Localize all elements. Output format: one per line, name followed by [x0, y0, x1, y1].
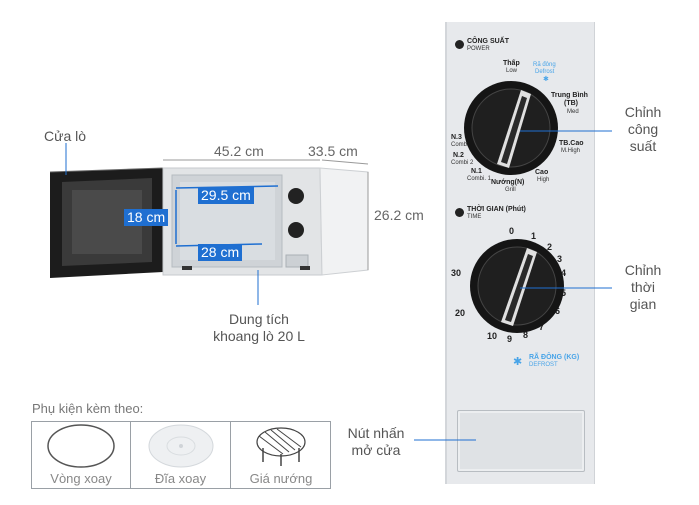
width-label: 45.2 cm	[214, 143, 264, 159]
accessory-grill-rack: Giá nướng	[231, 422, 331, 488]
depth-label: 33.5 cm	[308, 143, 358, 159]
timer-number: 4	[561, 268, 567, 278]
power-n3: N.3	[451, 134, 462, 141]
timer-title: THỜI GIAN (Phút)	[467, 206, 526, 213]
height-label: 26.2 cm	[374, 207, 424, 223]
timer-number: 30	[451, 268, 462, 278]
power-knob[interactable]	[461, 78, 561, 178]
ring-icon	[47, 424, 115, 468]
timer-number: 7	[539, 322, 545, 332]
door-label: Cửa lò	[44, 128, 87, 144]
depth-dim-line	[321, 159, 369, 165]
accessory-label: Giá nướng	[249, 471, 313, 486]
accessory-ring: Vòng xoay	[32, 422, 131, 488]
power-callout: Chỉnh công suất	[617, 104, 669, 155]
power-low: Thấp	[503, 60, 520, 67]
accessory-plate: Đĩa xoay	[131, 422, 231, 488]
timer-number: 3	[557, 254, 563, 264]
snowflake-icon: ✱	[513, 356, 523, 368]
power-title: CÔNG SUẤT	[467, 38, 509, 45]
power-defrost: Rã đông	[533, 62, 556, 68]
door-button-callout-line-2: mở cửa	[351, 442, 401, 458]
timer-number: 5	[561, 288, 567, 298]
timer-number: 8	[523, 330, 529, 340]
inner-depth-tag: 28 cm	[198, 244, 243, 261]
power-n1: N.1	[471, 168, 482, 175]
power-med-tb: (TB)	[564, 100, 578, 107]
timer-number: 1	[531, 231, 537, 241]
timer-number: 20	[455, 308, 466, 318]
timer-number: 2	[547, 242, 553, 252]
power-grill-en: Grill	[505, 187, 516, 193]
inner-width-tag: 29.5 cm	[198, 187, 254, 204]
clock-icon	[455, 208, 464, 217]
accessory-label: Đĩa xoay	[154, 471, 207, 486]
defrost-snowflake-icon: ✱	[543, 76, 549, 83]
inner-height-tag: 18 cm	[124, 209, 169, 226]
small-knob-timer	[288, 222, 304, 238]
power-defrost-en: Defrost	[535, 69, 555, 75]
capacity-line-1: Dung tích	[229, 311, 289, 327]
power-mhigh-en: M.High	[561, 148, 581, 154]
door-button-callout-line-1: Nút nhấn	[347, 425, 405, 441]
accessory-label: Vòng xoay	[50, 471, 112, 486]
power-subtitle: POWER	[467, 46, 490, 52]
plate-icon	[148, 424, 214, 468]
control-panel: CÔNG SUẤT POWER Thấp Low Rã đông Defrost…	[445, 22, 595, 484]
accessories-box: Vòng xoay Đĩa xoay Giá nướng	[31, 421, 331, 489]
power-callout-line-1: Chỉnh	[624, 104, 662, 120]
power-callout-line-3: suất	[629, 138, 657, 154]
capacity-line-2: khoang lò 20 L	[213, 328, 305, 344]
defrost-kg-subtitle: DEFROST	[529, 362, 558, 368]
defrost-kg-title: RÃ ĐÔNG (KG)	[529, 354, 580, 361]
power-high: Cao	[535, 169, 549, 176]
door-button-callout: Nút nhấn mở cửa	[340, 425, 412, 459]
grill-rack-icon	[256, 427, 306, 466]
power-n2: N.2	[453, 152, 464, 159]
door-open-button[interactable]	[457, 410, 585, 472]
timer-knob[interactable]	[467, 236, 567, 336]
power-n3-en: Combi.	[451, 142, 471, 148]
small-knob-power	[288, 188, 304, 204]
time-callout-line-1: Chỉnh	[624, 262, 662, 278]
timer-number: 9	[507, 334, 513, 344]
power-n2-en: Combi 2	[451, 160, 474, 166]
time-callout-line-2: thời	[631, 279, 655, 295]
timer-number: 6	[555, 306, 561, 316]
power-high-en: High	[537, 177, 550, 183]
control-side	[319, 167, 369, 276]
power-mhigh: TB.Cao	[559, 140, 584, 147]
power-low-en: Low	[506, 68, 518, 74]
power-n1-en: Combi. 1	[467, 176, 492, 182]
time-callout-line-3: gian	[629, 296, 657, 312]
accessories-title: Phụ kiện kèm theo:	[32, 401, 144, 416]
timer-number: 10	[487, 331, 498, 341]
power-grill: Nướng(N)	[491, 179, 525, 186]
time-callout: Chỉnh thời gian	[617, 262, 669, 313]
power-callout-line-2: công	[627, 121, 659, 137]
power-med-en: Med	[567, 109, 579, 115]
timer-subtitle: TIME	[467, 214, 482, 220]
power-icon	[455, 40, 464, 49]
power-med: Trung Bình	[551, 92, 588, 99]
capacity-label: Dung tích khoang lò 20 L	[205, 311, 313, 345]
timer-number: 0	[509, 226, 515, 236]
